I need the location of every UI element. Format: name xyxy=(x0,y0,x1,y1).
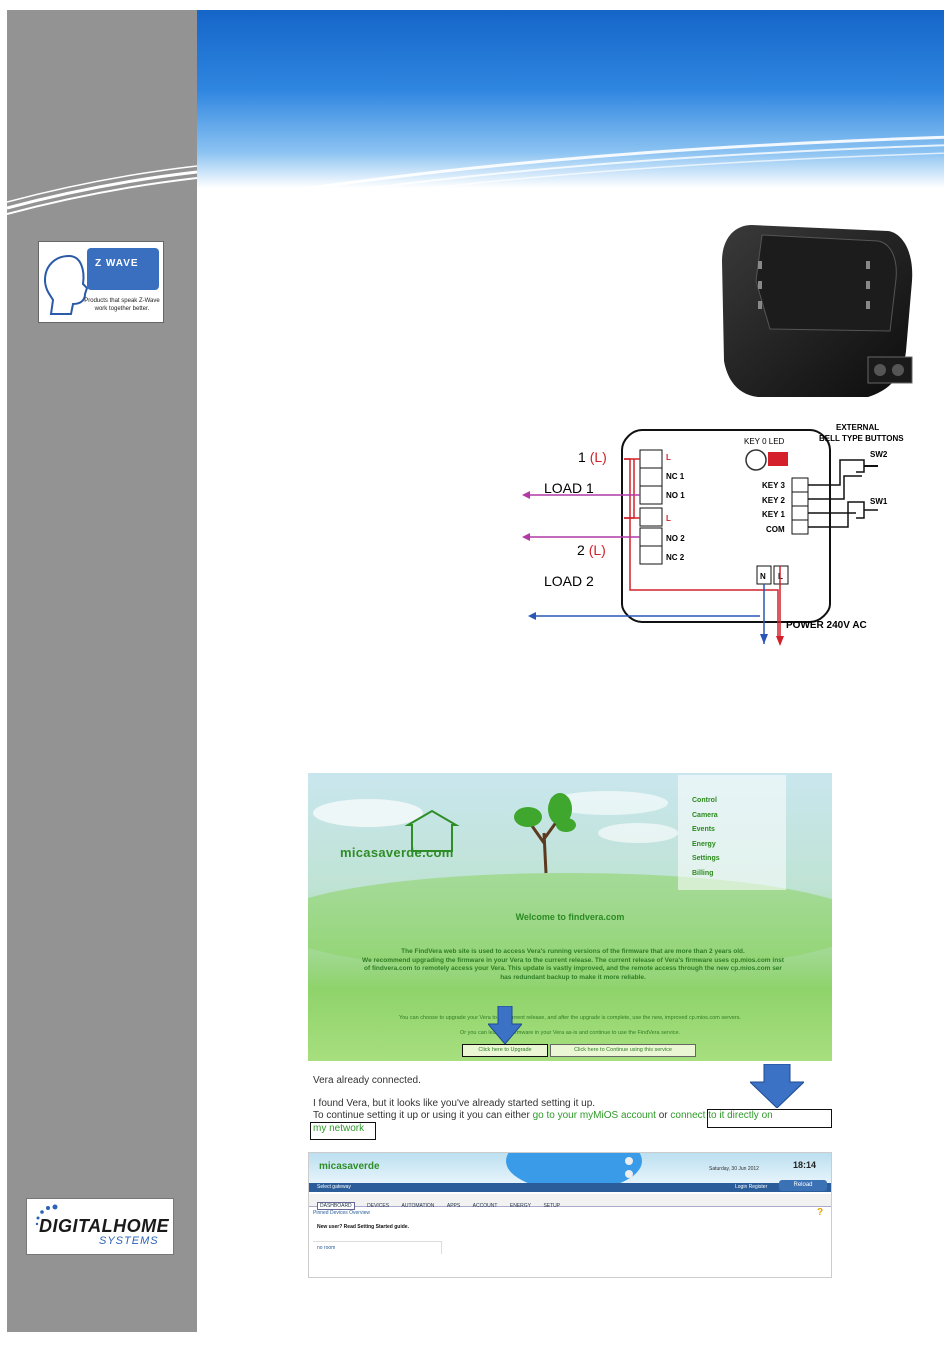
dashboard-screenshot: micasaverde Saturday, 30 Jun 2012 18:14 … xyxy=(308,1152,832,1278)
rooms-panel xyxy=(313,1241,442,1254)
zwave-brand: Z WAVE xyxy=(95,258,139,269)
menu-energy[interactable]: Energy xyxy=(692,840,716,848)
reload-button[interactable]: Reload xyxy=(779,1180,827,1191)
arrow-down-icon-2 xyxy=(750,1064,804,1108)
vera-connected-screenshot: Vera already connected. I found Vera, bu… xyxy=(308,1066,834,1142)
tab-setup[interactable]: SETUP xyxy=(543,1203,561,1209)
key0-button xyxy=(745,449,767,471)
led-indicator xyxy=(768,452,788,466)
digitalhome-logo: DIGITALHOME SYSTEMS xyxy=(26,1198,174,1255)
dashboard-date: Saturday, 30 Jun 2012 xyxy=(709,1166,759,1172)
load1-label: LOAD 1 xyxy=(544,480,594,496)
terminal-no2: NO 2 xyxy=(666,534,685,543)
sw1-label: SW1 xyxy=(870,497,888,506)
welcome-heading: Welcome to findvera.com xyxy=(515,912,625,922)
dashboard-topbar: micasaverde Saturday, 30 Jun 2012 18:14 xyxy=(309,1153,831,1183)
wiring-diagram: KEY 0 LED L NC 1 NO 1 L NO 2 NC 2 KEY 3 … xyxy=(522,423,904,646)
tab-dashboard[interactable]: DASHBOARD xyxy=(317,1202,355,1210)
left-sidebar xyxy=(7,10,197,1332)
dhs-line2: SYSTEMS xyxy=(99,1235,159,1247)
findvera-paragraph: The FindVera web site is used to access … xyxy=(362,948,784,981)
gateway-bar: Select gateway xyxy=(309,1183,831,1192)
load2-label: LOAD 2 xyxy=(544,573,594,589)
findvera-background xyxy=(308,791,832,973)
help-icon[interactable]: ? xyxy=(817,1207,824,1218)
dashboard-clock: 18:14 xyxy=(793,1160,817,1170)
connected-line2: I found Vera, but it looks like you've a… xyxy=(313,1098,596,1109)
terminal2-label: 2 (L) xyxy=(577,542,606,558)
tab-apps[interactable]: APPS xyxy=(446,1203,461,1209)
tab-account[interactable]: ACCOUNT xyxy=(472,1203,498,1209)
login-links[interactable]: Login Register xyxy=(735,1184,768,1190)
terminal-l-2: L xyxy=(666,514,671,523)
terminal1-label: 1 (L) xyxy=(578,449,607,465)
terminal-key2: KEY 2 xyxy=(762,496,786,505)
head-silhouette-icon xyxy=(43,254,89,315)
arrow-down-icon xyxy=(488,1006,522,1044)
my-network-link[interactable]: my network xyxy=(313,1123,365,1134)
terminal-no1: NO 1 xyxy=(666,491,685,500)
connected-line1: Vera already connected. xyxy=(313,1075,421,1086)
menu-settings[interactable]: Settings xyxy=(692,855,720,862)
new-user-link[interactable]: New user? Read Setting Started guide. xyxy=(317,1224,409,1230)
connected-line3: To continue setting it up or using it yo… xyxy=(313,1110,773,1121)
dashboard-logo: micasaverde xyxy=(319,1161,380,1172)
menu-camera[interactable]: Camera xyxy=(692,811,718,819)
dashboard-tabs: DASHBOARD DEVICES AUTOMATION APPS ACCOUN… xyxy=(309,1194,831,1210)
micasaverde-logo: micasaverde.com xyxy=(340,845,454,860)
tab-automation[interactable]: AUTOMATION xyxy=(401,1203,435,1209)
dashboard-subtabs[interactable]: Pinned Devices Overview xyxy=(313,1210,370,1216)
tab-devices[interactable]: DEVICES xyxy=(367,1203,390,1209)
highlight-box-network xyxy=(310,1122,376,1140)
terminal-l-1: L xyxy=(666,453,671,462)
device-photo xyxy=(722,225,913,397)
terminal-nc1: NC 1 xyxy=(666,472,685,481)
dhs-line1: DIGITALHOME xyxy=(39,1216,170,1236)
sidebar-swoosh xyxy=(7,165,197,215)
upgrade-button[interactable]: Click here to Upgrade xyxy=(462,1044,548,1057)
menu-events[interactable]: Events xyxy=(692,826,715,833)
menu-billing[interactable]: Billing xyxy=(692,869,714,877)
terminal-n: N xyxy=(760,572,766,581)
external-label-1: EXTERNAL xyxy=(836,423,879,432)
key0-led-label: KEY 0 LED xyxy=(744,437,785,446)
terminal-key1: KEY 1 xyxy=(762,510,786,519)
select-gateway[interactable]: Select gateway xyxy=(317,1184,351,1190)
connect-directly-link[interactable]: connect to it directly on xyxy=(670,1110,773,1121)
zwave-logo: Z WAVE Products that speak Z-Wave work t… xyxy=(38,241,164,323)
terminal-key3: KEY 3 xyxy=(762,481,786,490)
continue-text: Or you can leave the firmware in your Ve… xyxy=(459,1030,681,1036)
upgrade-text: You can choose to upgrade your Vera to t… xyxy=(399,1015,741,1021)
terminal-com: COM xyxy=(766,525,785,534)
header-swoosh xyxy=(299,135,944,188)
external-label-2: BELL TYPE BUTTONS xyxy=(819,434,904,443)
terminal-nc2: NC 2 xyxy=(666,553,685,562)
highlight-box-connect xyxy=(707,1109,832,1128)
mymios-link[interactable]: go to your myMiOS account xyxy=(532,1110,656,1121)
dashboard-dial xyxy=(506,1153,642,1183)
menu-control[interactable]: Control xyxy=(692,797,717,804)
findvera-screenshot: Control Camera Events Energy Settings Bi… xyxy=(308,773,832,1061)
zwave-tagline: Products that speak Z-Wave work together… xyxy=(84,298,160,312)
header-banner xyxy=(197,10,944,188)
sw2-label: SW2 xyxy=(870,450,888,459)
findvera-menu: Control Camera Events Energy Settings Bi… xyxy=(678,775,786,890)
power-label: POWER 240V AC xyxy=(786,620,867,631)
rooms-label: no room xyxy=(317,1245,336,1251)
dots-icon xyxy=(35,1204,58,1226)
zwave-bubble xyxy=(87,248,159,290)
continue-button[interactable]: Click here to Continue using this servic… xyxy=(550,1044,696,1057)
tab-energy[interactable]: ENERGY xyxy=(509,1203,531,1209)
